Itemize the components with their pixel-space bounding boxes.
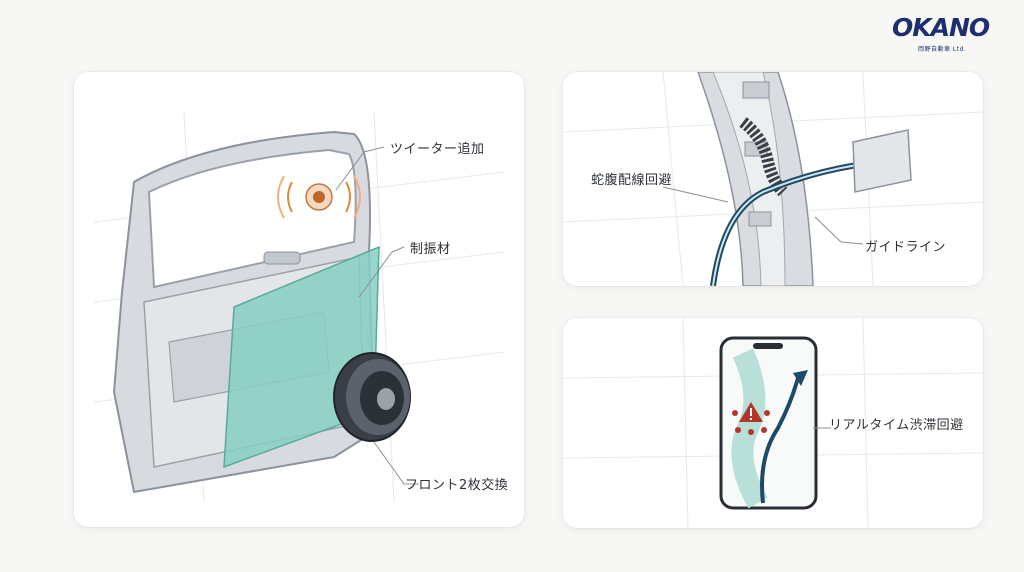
route-line xyxy=(760,377,800,504)
leader-lines xyxy=(335,146,419,485)
navigation-illustration xyxy=(563,318,983,528)
tweeter-icon xyxy=(277,175,361,219)
route-arrow-icon xyxy=(793,370,808,386)
wiring-illustration xyxy=(563,72,983,286)
navigation-card: リアルタイム渋滞回避 xyxy=(563,318,983,528)
label-tweeter: ツイーター追加 xyxy=(390,142,485,157)
door-upgrade-card: ツイーター追加 制振材 フロント2枚交換 xyxy=(74,72,524,527)
wiring-card: 蛇腹配線回避 ガイドライン xyxy=(563,72,983,286)
door-illustration xyxy=(93,111,505,503)
smartphone xyxy=(719,336,818,510)
okano-logo: OKANO 岡野自動車 Ltd. xyxy=(892,13,1002,57)
label-guide: ガイドライン xyxy=(865,240,947,255)
label-front-speaker: フロント2枚交換 xyxy=(405,478,509,493)
pillar-frame xyxy=(697,72,814,286)
leader-lines xyxy=(662,186,864,245)
guide-bracket xyxy=(852,129,912,193)
logo-subtitle: 岡野自動車 Ltd. xyxy=(918,46,967,53)
logo-brand: OKANO xyxy=(892,13,990,42)
label-damping: 制振材 xyxy=(410,242,451,257)
speaker-icon xyxy=(333,352,411,442)
label-traffic: リアルタイム渋滞回避 xyxy=(829,418,964,433)
label-wiring: 蛇腹配線回避 xyxy=(591,173,673,188)
traffic-warning-icon xyxy=(732,402,770,435)
